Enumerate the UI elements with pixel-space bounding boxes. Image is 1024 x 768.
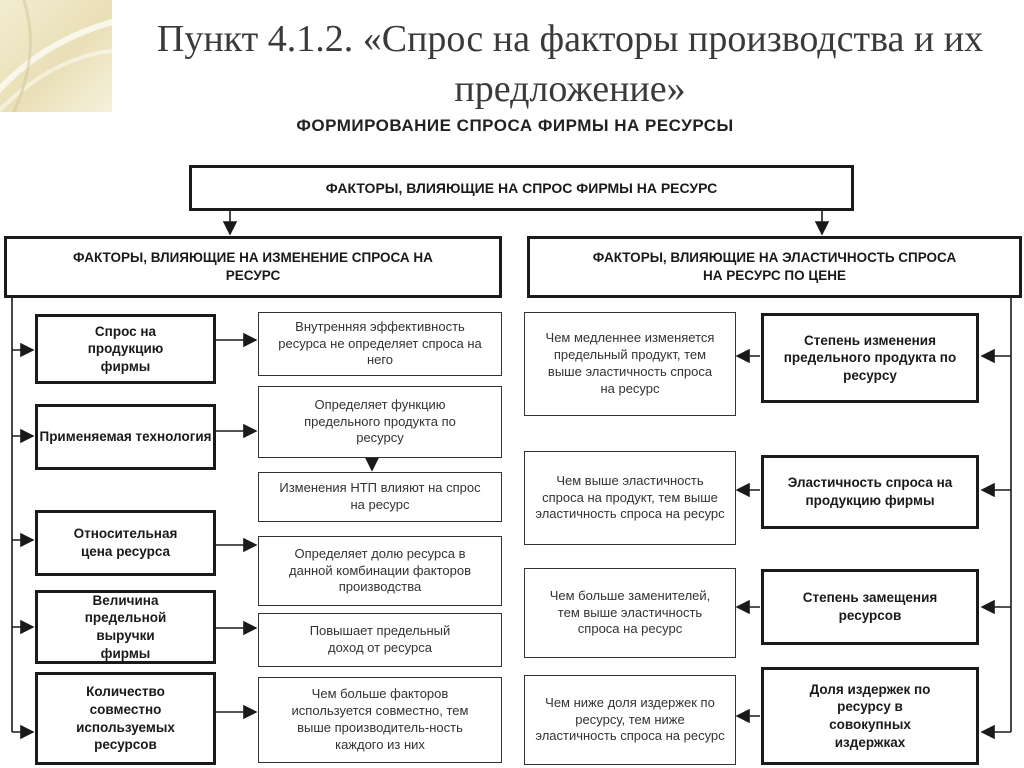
left-factor-marginal-revenue: Величина предельной выручки фирмы — [35, 590, 216, 664]
right-factor-product-elasticity: Эластичность спроса на продукцию фирмы — [761, 455, 979, 529]
left-factor-shared-resources: Количество совместно используемых ресурс… — [35, 672, 216, 765]
slide-title: Пункт 4.1.2. «Спрос на факторы производс… — [156, 18, 984, 110]
right-head-box: ФАКТОРЫ, ВЛИЯЮЩИЕ НА ЭЛАСТИЧНОСТЬ СПРОСА… — [527, 236, 1022, 298]
right-factor-substitution: Степень замещения ресурсов — [761, 569, 979, 645]
left-factor-technology: Применяемая технология — [35, 404, 216, 470]
left-factor-product-demand: Спрос на продукцию фирмы — [35, 314, 216, 384]
diagram-title: ФОРМИРОВАНИЕ СПРОСА ФИРМЫ НА РЕСУРСЫ — [296, 116, 734, 135]
left-factor-relative-price: Относительная цена ресурса — [35, 510, 216, 576]
right-desc-marginal-product: Чем медленнее изменяется предельный прод… — [524, 312, 736, 416]
right-factor-cost-share: Доля издержек по ресурсу в совокупных из… — [761, 667, 979, 765]
left-desc-marginal-product: Определяет функцию предельного продукта … — [258, 386, 502, 458]
left-desc-ntp: Изменения НТП влияют на спрос на ресурс — [258, 472, 502, 522]
right-desc-cost-share: Чем ниже доля издержек по ресурсу, тем н… — [524, 675, 736, 765]
left-desc-marginal-revenue: Повышает предельный доход от ресурса — [258, 613, 502, 667]
left-head-box: ФАКТОРЫ, ВЛИЯЮЩИЕ НА ИЗМЕНЕНИЕ СПРОСА НА… — [4, 236, 502, 298]
root-factors-box: ФАКТОРЫ, ВЛИЯЮЩИЕ НА СПРОС ФИРМЫ НА РЕСУ… — [189, 165, 854, 211]
corner-swirl-graphic — [0, 0, 112, 112]
decorative-corner-pattern — [0, 0, 112, 112]
left-desc-shared-productivity: Чем больше факторов используется совмест… — [258, 677, 502, 763]
right-desc-substitutes: Чем больше заменителей, тем выше эластич… — [524, 568, 736, 658]
right-factor-marginal-product-change: Степень изменения предельного продукта п… — [761, 313, 979, 403]
left-desc-resource-share: Определяет долю ресурса в данной комбина… — [258, 536, 502, 606]
right-desc-product-elasticity: Чем выше эластичность спроса на продукт,… — [524, 451, 736, 545]
left-desc-inner-efficiency: Внутренняя эффективность ресурса не опре… — [258, 312, 502, 376]
